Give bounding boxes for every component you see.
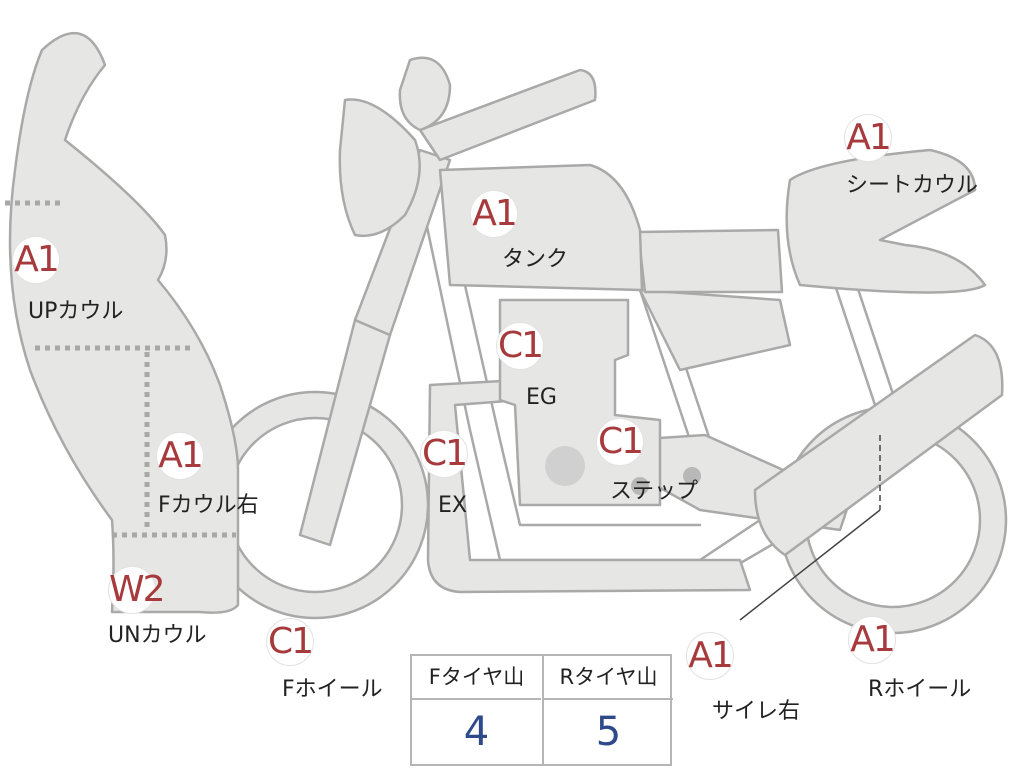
front-tread-header: Fタイヤ山 bbox=[412, 656, 541, 700]
front-tread-column: Fタイヤ山 4 bbox=[412, 656, 541, 764]
headlight-cover bbox=[338, 98, 421, 238]
part-label: Rホイール bbox=[868, 677, 972, 702]
part-label: EG bbox=[526, 385, 557, 410]
grade-badge: W2 bbox=[108, 566, 166, 614]
grade-badge: A1 bbox=[470, 190, 518, 238]
rear-tread-column: Rタイヤ山 5 bbox=[542, 656, 673, 764]
front-tread-value: 4 bbox=[463, 709, 490, 755]
grade-badge: A1 bbox=[156, 432, 204, 480]
rear-frame-panel bbox=[638, 288, 792, 372]
part-label: UNカウル bbox=[108, 623, 207, 648]
part-label: サイレ右 bbox=[712, 699, 801, 724]
part-label: EX bbox=[438, 493, 467, 518]
grade-badge: C1 bbox=[596, 418, 644, 466]
silencer bbox=[753, 333, 1004, 557]
silencer-leader bbox=[739, 509, 881, 621]
grade-badge: C1 bbox=[266, 618, 314, 666]
engine-cover bbox=[545, 446, 585, 486]
exhaust-pipe bbox=[426, 378, 752, 594]
part-label: Fホイール bbox=[282, 677, 383, 702]
grade-badge: C1 bbox=[496, 322, 544, 370]
rear-tread-value: 5 bbox=[595, 709, 622, 755]
part-label: ステップ bbox=[610, 479, 699, 504]
part-label: タンク bbox=[502, 247, 569, 272]
grade-badge: A1 bbox=[848, 616, 896, 664]
footpeg bbox=[631, 477, 649, 495]
part-label: シートカウル bbox=[846, 173, 979, 198]
grade-badge: A1 bbox=[844, 114, 892, 162]
seat-cowl bbox=[785, 148, 987, 294]
fairing-seams bbox=[5, 200, 236, 538]
part-label: Fカウル右 bbox=[158, 493, 259, 518]
footpeg-rear bbox=[683, 467, 701, 485]
grade-badge: A1 bbox=[12, 236, 60, 284]
part-label: UPカウル bbox=[28, 299, 124, 324]
rear-tread-header: Rタイヤ山 bbox=[544, 656, 673, 700]
mirror bbox=[398, 56, 452, 132]
tire-tread-table: Fタイヤ山 4 Rタイヤ山 5 bbox=[410, 654, 673, 766]
grade-badge: C1 bbox=[420, 430, 468, 478]
side-cover bbox=[636, 228, 784, 294]
grade-badge: A1 bbox=[686, 632, 734, 680]
handlebar bbox=[418, 68, 597, 162]
